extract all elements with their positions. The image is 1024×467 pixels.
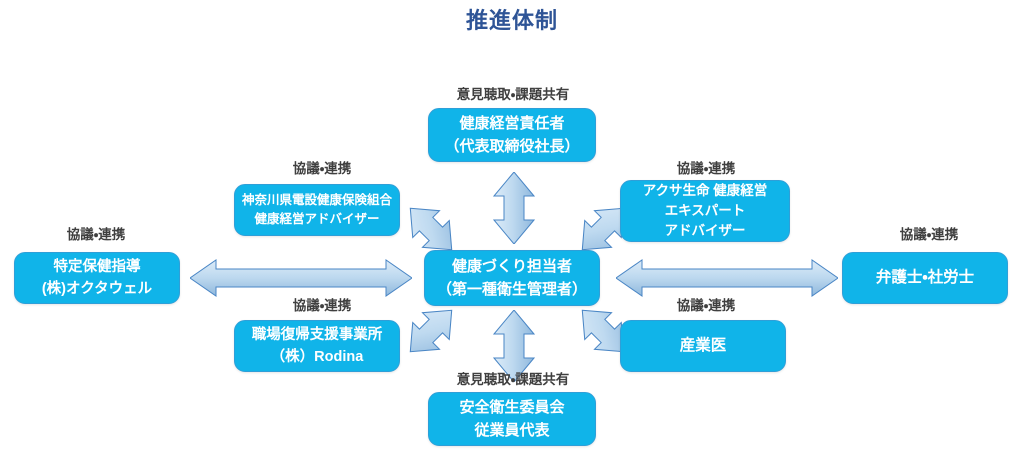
caption-lower-right: 協議・連携 — [676, 298, 736, 313]
caption-right: 協議・連携 — [899, 227, 959, 242]
arrow-center-top — [493, 172, 535, 244]
node-line: 神奈川県電設健康保険組合 — [241, 193, 392, 207]
caption-upper-right: 協議・連携 — [676, 161, 736, 176]
node-line: 従業員代表 — [474, 422, 550, 439]
node-safety-health-committee[interactable]: 安全衛生委員会 従業員代表 — [428, 392, 596, 446]
node-line: アドバイザー — [664, 223, 746, 238]
node-line: 産業医 — [679, 337, 727, 354]
node-line: （株）Rodina — [270, 349, 364, 365]
caption-top: 意見聴取・課題共有 — [456, 87, 570, 102]
node-line: 特定保健指導 — [53, 259, 141, 275]
arrow-center-lower-left — [400, 300, 462, 362]
arrow-center-left — [190, 258, 412, 298]
arrow-center-right — [616, 258, 838, 298]
node-line: 健康経営責任者 — [459, 115, 565, 132]
arrow-center-upper-right — [572, 198, 634, 260]
node-line: 職場復帰支援事業所 — [251, 327, 383, 343]
node-health-promotion-manager[interactable]: 健康づくり担当者 （第一種衛生管理者） — [424, 250, 600, 306]
node-line: 弁護士・社労士 — [875, 269, 975, 286]
caption-lower-left: 協議・連携 — [292, 298, 352, 313]
node-lawyer-labor-consultant[interactable]: 弁護士・社労士 — [842, 252, 1008, 304]
node-line: 安全衛生委員会 — [459, 399, 565, 416]
node-axa-health-management-expert[interactable]: アクサ生命 健康経営 エキスパート アドバイザー — [620, 180, 790, 242]
caption-left: 協議・連携 — [66, 227, 126, 242]
node-line: エキスパート — [664, 203, 746, 218]
node-workplace-return-support-office[interactable]: 職場復帰支援事業所 （株）Rodina — [234, 320, 400, 372]
arrow-center-upper-left — [400, 198, 462, 260]
node-line: 健康づくり担当者 — [451, 258, 572, 275]
node-specific-health-guidance[interactable]: 特定保健指導 (株)オクタウェル — [14, 252, 180, 304]
node-line: （代表取締役社長） — [444, 138, 580, 155]
caption-upper-left: 協議・連携 — [292, 161, 352, 176]
node-occupational-physician[interactable]: 産業医 — [620, 320, 786, 372]
node-line: 健康経営アドバイザー — [254, 212, 380, 226]
node-kanagawa-health-insurance-union[interactable]: 神奈川県電設健康保険組合 健康経営アドバイザー — [234, 184, 400, 236]
node-line: アクサ生命 健康経営 — [642, 183, 768, 198]
page-title: 推進体制 — [465, 8, 558, 33]
arrow-center-bottom — [493, 310, 535, 382]
caption-bottom: 意見聴取・課題共有 — [456, 372, 570, 387]
node-health-management-officer[interactable]: 健康経営責任者 （代表取締役社長） — [428, 108, 596, 162]
node-line: （第一種衛生管理者） — [436, 281, 587, 298]
node-line: (株)オクタウェル — [41, 281, 153, 297]
